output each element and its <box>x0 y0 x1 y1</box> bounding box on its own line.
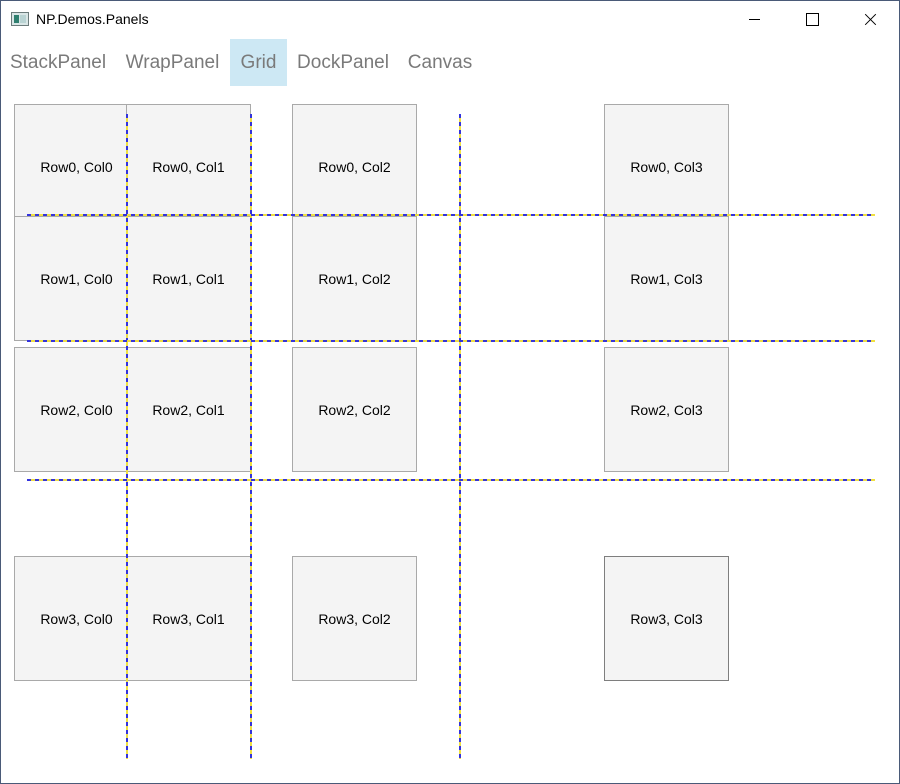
grid-cell-r3-c0[interactable]: Row3, Col0 <box>14 556 139 681</box>
tab-wrappanel[interactable]: WrapPanel <box>125 52 220 73</box>
grid-cell-r2-c3[interactable]: Row2, Col3 <box>604 347 729 472</box>
grid-cell-r2-c0[interactable]: Row2, Col0 <box>14 347 139 472</box>
tab-grid[interactable]: Grid <box>230 39 287 86</box>
grid-line-vertical-1 <box>126 114 128 759</box>
grid-cell-r1-c2[interactable]: Row1, Col2 <box>292 216 417 341</box>
grid-line-vertical-2 <box>250 114 252 759</box>
tab-dockpanel[interactable]: DockPanel <box>297 52 389 73</box>
grid-cell-r1-c1[interactable]: Row1, Col1 <box>126 216 251 341</box>
grid-cell-r0-c3[interactable]: Row0, Col3 <box>604 104 729 229</box>
grid-cell-r0-c1[interactable]: Row0, Col1 <box>126 104 251 229</box>
grid-cell-r3-c2[interactable]: Row3, Col2 <box>292 556 417 681</box>
grid-cell-r0-c0[interactable]: Row0, Col0 <box>14 104 139 229</box>
close-icon[interactable] <box>841 1 899 37</box>
grid-line-horizontal-3 <box>27 479 875 481</box>
window-title: NP.Demos.Panels <box>36 11 149 27</box>
grid-cell-r3-c1[interactable]: Row3, Col1 <box>126 556 251 681</box>
grid-cell-r2-c1[interactable]: Row2, Col1 <box>126 347 251 472</box>
title-bar[interactable]: NP.Demos.Panels <box>1 1 899 37</box>
grid-line-horizontal-1 <box>27 214 875 216</box>
maximize-icon[interactable] <box>783 1 841 37</box>
tab-stackpanel[interactable]: StackPanel <box>9 52 107 73</box>
grid-line-vertical-3 <box>459 114 461 759</box>
grid-cell-r2-c2[interactable]: Row2, Col2 <box>292 347 417 472</box>
window-app-icon <box>11 12 29 26</box>
grid-cell-r0-c2[interactable]: Row0, Col2 <box>292 104 417 229</box>
grid-cell-r1-c0[interactable]: Row1, Col0 <box>14 216 139 341</box>
tab-canvas[interactable]: Canvas <box>407 52 473 73</box>
minimize-icon[interactable] <box>725 1 783 37</box>
grid-cell-r1-c3[interactable]: Row1, Col3 <box>604 216 729 341</box>
grid-cell-r3-c3[interactable]: Row3, Col3 <box>604 556 729 681</box>
grid-line-horizontal-2 <box>27 340 875 342</box>
